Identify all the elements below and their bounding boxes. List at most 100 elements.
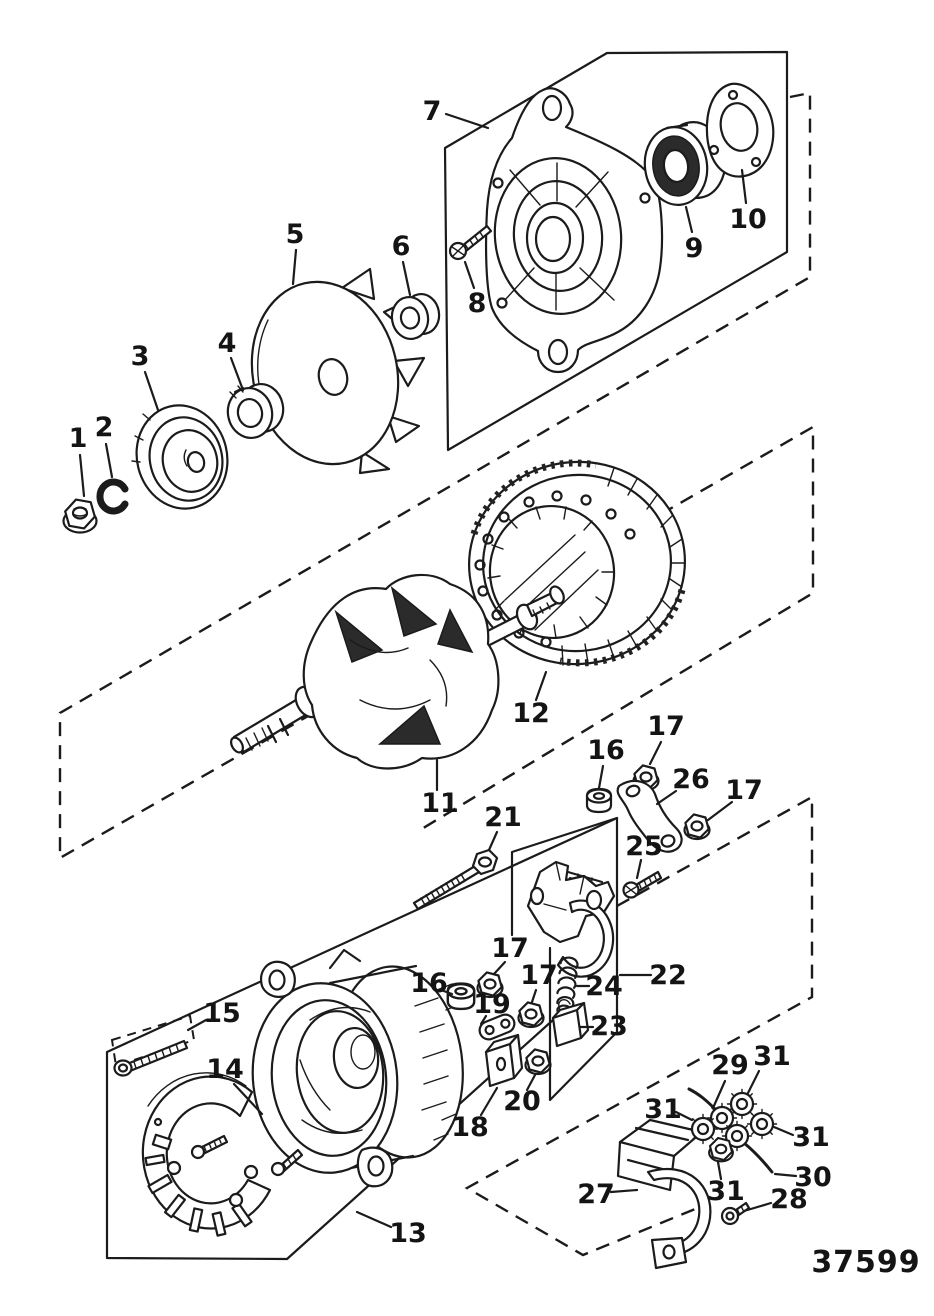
- nut-part1: [62, 498, 98, 534]
- callout-16-upper-label: 16: [587, 735, 625, 766]
- stator-slot-holes: [474, 490, 636, 648]
- heat-shield-slots: [144, 1153, 253, 1237]
- callout-17-d-label: 17: [520, 960, 558, 991]
- callout-31-a-label: 31: [753, 1041, 791, 1072]
- callout-23-label: 23: [590, 1011, 628, 1042]
- callout-11-label: 11: [421, 788, 459, 819]
- callout-24-label: 24: [585, 971, 623, 1002]
- snap-washer-part2: [96, 478, 129, 515]
- callout-31-c: 31: [772, 1122, 830, 1153]
- callout-21-leader: [487, 830, 499, 852]
- stator-rim-slots: [561, 467, 686, 666]
- callout-31-d: 31: [707, 1160, 745, 1207]
- rotor-shaft-threads: [238, 727, 269, 753]
- spacer-part16-lower: [446, 982, 476, 1011]
- callout-31-d-label: 31: [707, 1176, 745, 1207]
- callout-3: 3: [131, 341, 160, 412]
- callout-31-c-label: 31: [792, 1122, 830, 1153]
- bearing-part4: [226, 383, 285, 439]
- callout-16-upper: 16: [587, 735, 625, 790]
- callout-22-label: 22: [649, 960, 687, 991]
- washer-part31-c: [746, 1108, 778, 1140]
- figure-number: 37599: [811, 1245, 920, 1280]
- front-housing-part13: [251, 948, 464, 1188]
- screw-part15: [113, 1039, 189, 1077]
- callout-25-leader: [635, 858, 643, 880]
- rear-housing-part7: [484, 87, 664, 374]
- callout-13: 13: [355, 1210, 427, 1249]
- callout-25-label: 25: [625, 831, 663, 862]
- spacer6-bore: [399, 306, 421, 330]
- callout-31-b: 31: [644, 1094, 694, 1125]
- callout-12-leader: [534, 670, 548, 702]
- callout-9: 9: [684, 205, 704, 264]
- callout-10-leader: [740, 168, 748, 205]
- bolt21-head: [471, 848, 499, 876]
- callout-30-leader: [773, 1172, 798, 1178]
- nut-part17-b: [683, 813, 711, 841]
- callout-18-label: 18: [451, 1112, 489, 1143]
- callout-30-label: 30: [794, 1162, 832, 1193]
- fan-hub-hole: [317, 358, 349, 396]
- brush-holder-part22: [526, 860, 616, 978]
- callout-14-leader: [232, 1082, 264, 1116]
- screw15-head: [113, 1059, 133, 1077]
- callout-4-leader: [229, 356, 245, 392]
- callout-22: 22: [618, 960, 687, 991]
- callout-10-label: 10: [729, 204, 767, 235]
- nut-part31-d: [708, 1136, 734, 1163]
- callout-31-a-leader: [746, 1069, 761, 1095]
- callout-2-leader: [104, 442, 114, 479]
- callout-31-b-label: 31: [644, 1094, 682, 1125]
- spacer-part6: [390, 292, 441, 341]
- callout-9-leader: [684, 205, 694, 234]
- callout-17-d: 17: [520, 960, 558, 1004]
- callout-14: 14: [206, 1054, 264, 1116]
- callout-19-leader: [479, 1014, 488, 1026]
- callout-6-label: 6: [392, 231, 411, 262]
- callout-16-upper-leader: [597, 764, 605, 790]
- rotor-claw-shadow-4: [377, 704, 442, 745]
- panel-rear-housing: [443, 50, 789, 452]
- brush-part23: [551, 999, 590, 1048]
- fan-part5: [250, 267, 426, 475]
- callout-5: 5: [286, 219, 304, 286]
- callout-2: 2: [95, 412, 114, 479]
- callout-2-label: 2: [95, 412, 114, 443]
- callout-26: 26: [655, 764, 710, 806]
- callout-13-label: 13: [389, 1218, 427, 1249]
- callout-16-lower-label: 16: [410, 968, 448, 999]
- callout-27-label: 27: [577, 1179, 615, 1210]
- callout-1: 1: [69, 423, 88, 498]
- screw-part8: [448, 224, 493, 261]
- callout-17-a-leader: [648, 740, 663, 766]
- callout-23: 23: [578, 1011, 628, 1042]
- callout-9-label: 9: [685, 233, 704, 264]
- nut-part17-d: [517, 1001, 545, 1029]
- stator-winding-texture-lower: [559, 589, 686, 667]
- rear-housing-spokes: [504, 162, 615, 311]
- bolt-part21: [412, 848, 499, 911]
- callout-31-a: 31: [746, 1041, 791, 1095]
- callout-3-leader: [143, 370, 160, 412]
- pulley3-hub-hole: [186, 451, 206, 473]
- callout-30: 30: [773, 1162, 832, 1193]
- retainer-plate-bore: [719, 102, 759, 152]
- callout-17-b-leader: [706, 800, 734, 822]
- callout-27: 27: [577, 1179, 639, 1210]
- screw28-head: [720, 1206, 740, 1226]
- rotor-claw-shadow-3: [437, 608, 474, 654]
- callout-7-label: 7: [423, 96, 442, 127]
- callout-13-leader: [355, 1210, 393, 1229]
- callout-1-label: 1: [69, 423, 88, 454]
- shield-stud-screw-b: [270, 1148, 304, 1177]
- strap26-outline: [616, 779, 683, 853]
- callout-31-d-leader: [716, 1160, 723, 1181]
- callout-12-label: 12: [512, 698, 550, 729]
- retainer-plate-part10: [705, 82, 775, 178]
- callout-1-leader: [78, 453, 86, 498]
- callout-17-c: 17: [491, 933, 529, 976]
- spring-part24: [556, 956, 579, 1016]
